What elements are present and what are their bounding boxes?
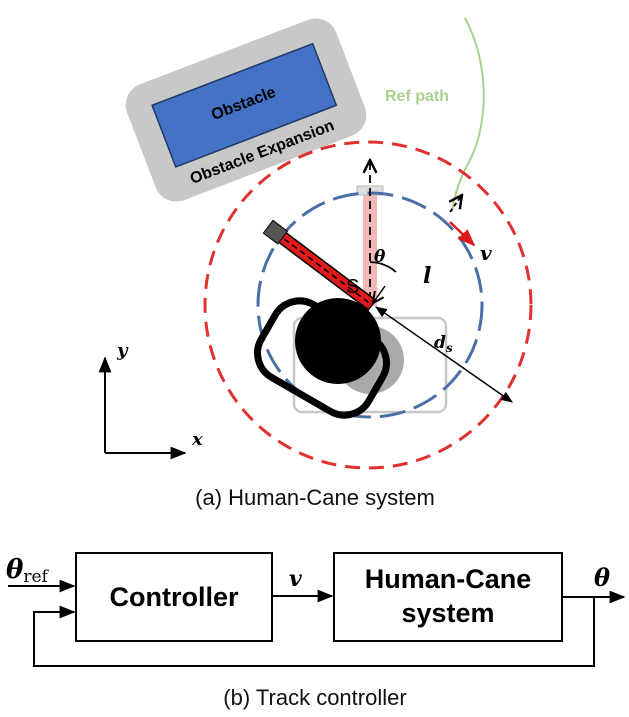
sensor-beam [363, 192, 377, 306]
output-theta: θ [594, 563, 610, 592]
cane-body [269, 225, 377, 311]
plant-label-line1: Human-Cane [365, 564, 532, 594]
sensor-symbol: S [346, 276, 359, 298]
ref-path-line [451, 17, 485, 213]
y-axis-label: y [116, 340, 129, 361]
control-signal-label: v [289, 566, 302, 592]
feedback-path [33, 597, 595, 667]
ref-path-label: Ref path [385, 88, 449, 105]
cane-pivot-arrow [373, 285, 386, 303]
human-cane-diagram: Obstacle Obstacle Expansion Ref path [98, 17, 533, 510]
ds-symbol: ds [434, 333, 453, 355]
x-axis-label: x [191, 429, 203, 450]
cane-tip [262, 219, 289, 245]
velocity-arrow [449, 221, 476, 247]
input-theta-ref: θref [6, 555, 50, 587]
plant-label-line2: system [401, 598, 494, 628]
cane-centerline [277, 233, 370, 304]
controller-label: Controller [109, 582, 238, 612]
safety-distance-arrow [375, 306, 513, 403]
obstacle-group: Obstacle Obstacle Expansion [125, 18, 367, 202]
cane-length-symbol: l [423, 263, 431, 289]
caption-a: (a) Human-Cane system [195, 485, 435, 510]
head [295, 298, 381, 384]
caption-b: (b) Track controller [223, 685, 406, 710]
track-controller-diagram: θref Controller v Human-Cane system θ (b… [6, 552, 626, 710]
theta-arc [369, 261, 397, 273]
cane-direction-arrow [450, 195, 462, 213]
obstacle-rect [151, 42, 338, 168]
safety-circle [203, 140, 533, 470]
cane [262, 219, 377, 311]
velocity-symbol: v [480, 241, 492, 265]
theta-symbol: θ [374, 247, 386, 267]
